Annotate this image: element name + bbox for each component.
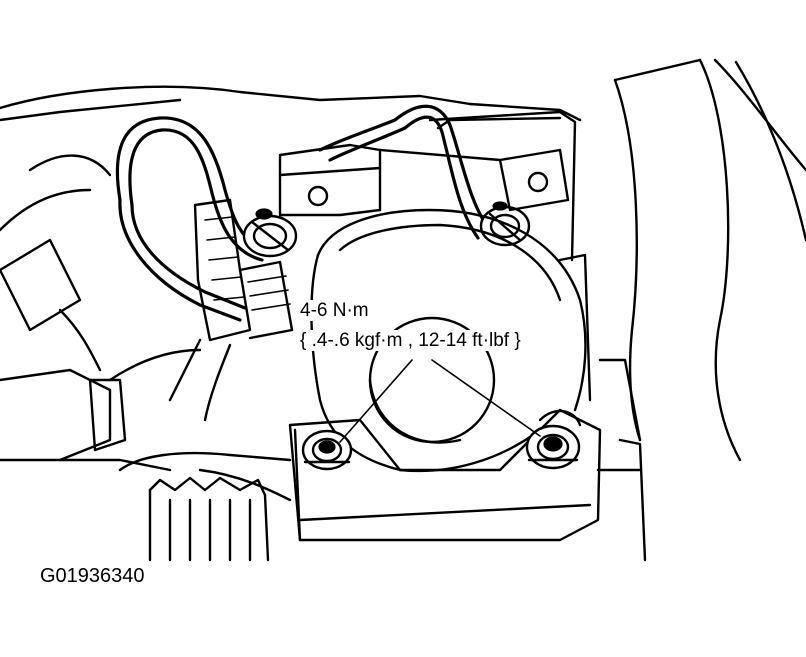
flare-nut-left	[242, 208, 298, 258]
mounting-bolt-right	[525, 409, 582, 470]
lower-left-mechanism	[118, 451, 292, 562]
torque-value-label: 4-6 N·m	[298, 300, 371, 321]
torque-conversion-label: { .4-.6 kgf·m , 12-14 ft·lbf }	[298, 330, 523, 351]
hu-lower-bracket	[288, 408, 642, 542]
brake-line-left	[115, 116, 264, 322]
brake-line-right	[318, 104, 492, 240]
hydraulic-unit-body	[310, 208, 592, 473]
engine-bay-left	[0, 154, 202, 472]
fender-panel	[598, 58, 806, 562]
callout-leaders	[339, 359, 541, 443]
hu-upper-bracket	[278, 143, 570, 217]
mounting-bolt-left	[301, 429, 353, 471]
body-panel	[0, 85, 582, 262]
figure-id-label: G01936340	[40, 565, 145, 587]
harness-connector	[168, 198, 294, 422]
